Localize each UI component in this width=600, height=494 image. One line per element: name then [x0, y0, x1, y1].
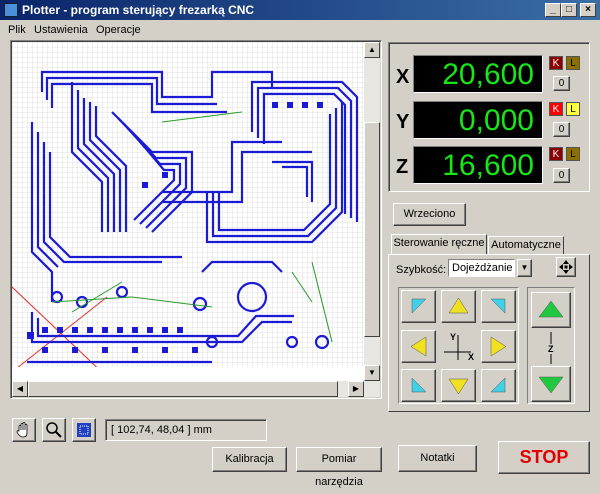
axis-z-label: Z [396, 156, 409, 178]
z-jog-pad [527, 287, 575, 404]
minimize-button[interactable]: _ [545, 3, 561, 17]
tab-automatic[interactable]: Automatyczne [488, 236, 564, 254]
vertical-scrollbar[interactable]: ▲ ▼ [364, 42, 380, 397]
jog-z-minus-button[interactable] [531, 366, 571, 402]
pcb-drawing [11, 42, 364, 381]
axis-y-l-indicator: L [566, 102, 580, 116]
scroll-down-icon[interactable]: ▼ [364, 365, 380, 381]
jog-x-minus-y-plus-button[interactable] [401, 290, 436, 323]
spindle-button[interactable]: Wrzeciono [393, 203, 466, 226]
scroll-up-icon[interactable]: ▲ [364, 42, 380, 58]
jog-x-label: X [468, 352, 475, 362]
axis-y-k-indicator: K [549, 102, 563, 116]
menu-plik[interactable]: Plik [8, 24, 26, 36]
grid-area [12, 42, 364, 367]
axis-x-zero-button[interactable]: 0 [553, 76, 570, 91]
speed-select-value: Dojeżdżanie [452, 262, 513, 274]
xy-axis-indicator [441, 330, 476, 363]
menu-ustawienia[interactable]: Ustawienia [34, 24, 88, 36]
axis-x-label: X [396, 66, 410, 88]
axis-y-zero-button[interactable]: 0 [553, 122, 570, 137]
maximize-button[interactable]: □ [561, 3, 577, 17]
magnifier-icon [46, 422, 62, 438]
scroll-left-icon[interactable]: ◀ [12, 381, 28, 397]
zoom-fit-button[interactable] [72, 418, 96, 442]
canvas-frame [10, 40, 382, 399]
speed-dropdown-icon[interactable]: ▼ [517, 259, 532, 277]
jog-x-plus-y-minus-button[interactable] [481, 369, 516, 402]
stop-button[interactable]: STOP [498, 441, 590, 474]
speed-label: Szybkość: [396, 264, 447, 276]
axis-x-k-indicator: K [549, 56, 563, 70]
menu-bar: Plik Ustawienia Operacje [0, 20, 600, 39]
jog-x-minus-button[interactable] [401, 330, 436, 363]
zoom-fit-icon [77, 423, 91, 437]
close-button[interactable]: × [580, 3, 596, 17]
calibration-button[interactable]: Kalibracja [212, 447, 287, 472]
axis-z-k-indicator: K [549, 147, 563, 161]
cursor-coordinates: [ 102,74, 48,04 ] mm [105, 419, 267, 441]
title-bar: Plotter - program sterujący frezarką CNC… [0, 0, 600, 20]
jog-x-plus-y-plus-button[interactable] [481, 290, 516, 323]
axis-x-display: 20,600 [413, 55, 543, 93]
app-icon [4, 3, 18, 17]
notes-button[interactable]: Notatki [398, 445, 477, 472]
axis-z-display: 16,600 [413, 146, 543, 184]
axis-z-l-indicator: L [566, 147, 580, 161]
pcb-pads [27, 102, 323, 353]
jog-y-minus-button[interactable] [441, 369, 476, 402]
pan-tool-button[interactable] [12, 418, 36, 442]
axis-z-zero-button[interactable]: 0 [553, 168, 570, 183]
pcb-traces [27, 70, 359, 364]
axis-y-label: Y [396, 111, 410, 133]
tab-manual-control[interactable]: Sterowanie ręczne [391, 234, 487, 255]
axis-x-l-indicator: L [566, 56, 580, 70]
jog-x-minus-y-minus-button[interactable] [401, 369, 436, 402]
vertical-scroll-thumb[interactable] [364, 122, 380, 337]
menu-operacje[interactable]: Operacje [96, 24, 141, 36]
window-title: Plotter - program sterujący frezarką CNC [22, 3, 255, 17]
xy-jog-pad [398, 287, 519, 404]
horizontal-scrollbar[interactable]: ◀ ▶ [12, 381, 364, 397]
zoom-tool-button[interactable] [42, 418, 66, 442]
move-all-button[interactable] [556, 257, 576, 277]
axis-y-display: 0,000 [413, 101, 543, 139]
jog-x-plus-button[interactable] [481, 330, 516, 363]
hand-icon [16, 422, 28, 438]
scroll-right-icon[interactable]: ▶ [348, 381, 364, 397]
speed-select[interactable]: Dojeżdżanie [448, 259, 515, 277]
pcb-canvas[interactable] [11, 42, 380, 397]
jog-y-label: Y [450, 332, 457, 342]
tool-measure-button[interactable]: Pomiar narzędzia [296, 447, 382, 488]
horizontal-scroll-thumb[interactable] [28, 381, 338, 397]
coordinates-panel [388, 42, 590, 192]
jog-y-plus-button[interactable] [441, 290, 476, 323]
jog-z-plus-button[interactable] [531, 292, 571, 328]
manual-control-panel [388, 254, 590, 412]
jog-z-label: Z [548, 344, 554, 354]
ratsnest-lines [51, 111, 333, 343]
move-arrows-icon [559, 260, 573, 274]
